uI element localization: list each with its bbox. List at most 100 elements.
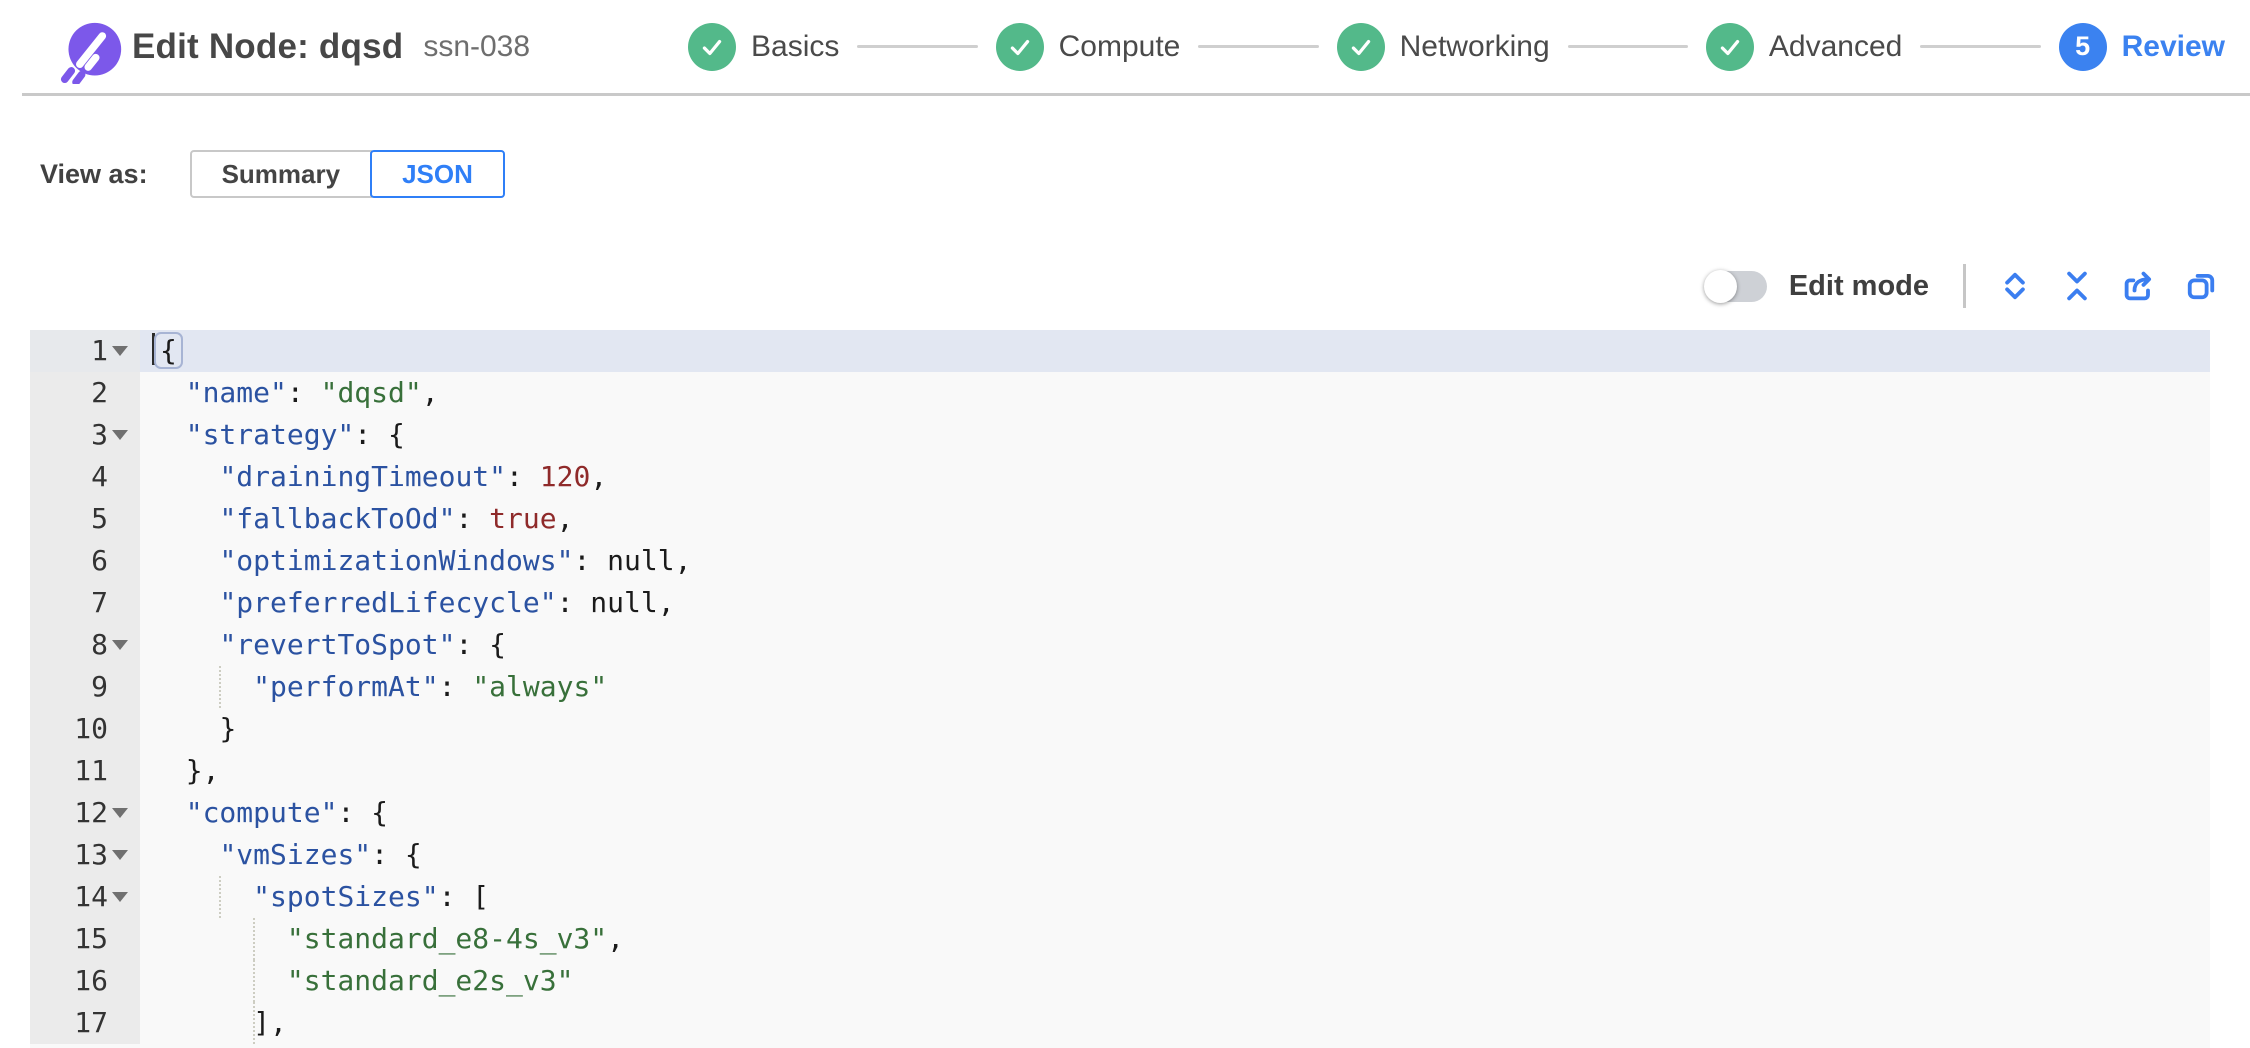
json-editor[interactable]: 1{2 "name": "dqsd",3 "strategy": {4 "dra… xyxy=(30,330,2210,1048)
line-number: 8 xyxy=(30,624,140,666)
code-line: 2 "name": "dqsd", xyxy=(30,372,2210,414)
code-content[interactable]: "preferredLifecycle": null, xyxy=(219,586,675,619)
code-content[interactable]: { xyxy=(140,330,2210,372)
code-content[interactable]: }, xyxy=(185,754,220,787)
line-number: 16 xyxy=(30,960,140,1002)
view-as-control: View as: Summary JSON xyxy=(40,150,505,198)
step-label: Advanced xyxy=(1768,29,1903,63)
step-networking[interactable]: Networking xyxy=(1336,22,1550,71)
code-content[interactable]: "compute": { xyxy=(185,796,389,829)
line-number: 3 xyxy=(30,414,140,456)
code-content[interactable]: "spotSizes": [ xyxy=(140,876,2210,918)
step-label: Compute xyxy=(1058,29,1181,63)
step-review[interactable]: 5 Review xyxy=(2058,22,2225,71)
indent-guide xyxy=(253,918,256,960)
fold-toggle-icon[interactable] xyxy=(112,640,128,650)
code-line: 13 "vmSizes": { xyxy=(30,834,2210,876)
spot-logo-icon xyxy=(60,22,122,84)
check-icon xyxy=(1336,22,1385,71)
code-line: 9 "performAt": "always" xyxy=(30,666,2210,708)
line-number: 17 xyxy=(30,1002,140,1044)
code-line: 14 "spotSizes": [ xyxy=(30,876,2210,918)
code-content[interactable]: "revertToSpot": { xyxy=(219,628,507,661)
fold-toggle-icon[interactable] xyxy=(112,430,128,440)
text-cursor xyxy=(152,333,155,365)
code-content[interactable]: "optimizationWindows": null, xyxy=(219,544,692,577)
expand-all-icon[interactable] xyxy=(1996,267,2034,305)
code-line: 10 } xyxy=(30,708,2210,750)
indent-guide xyxy=(219,666,222,708)
indent-guide xyxy=(253,1002,256,1044)
top-nav: Edit Node: dqsd ssn-038 Basics Compute N… xyxy=(0,0,2250,96)
step-connector xyxy=(1567,45,1688,48)
fold-toggle-icon[interactable] xyxy=(112,850,128,860)
line-number: 6 xyxy=(30,540,140,582)
code-content[interactable]: "standard_e8-4s_v3", xyxy=(140,918,2210,960)
code-line: 12 "compute": { xyxy=(30,792,2210,834)
step-connector xyxy=(1198,45,1319,48)
step-label: Networking xyxy=(1399,29,1550,63)
fold-toggle-icon[interactable] xyxy=(112,892,128,902)
indent-guide xyxy=(219,876,222,918)
check-icon xyxy=(688,22,736,71)
page-title: Edit Node: dqsd xyxy=(132,26,404,66)
fold-toggle-icon[interactable] xyxy=(112,346,128,356)
code-content[interactable]: "drainingTimeout": 120, xyxy=(219,460,608,493)
indent-guide xyxy=(253,960,256,1002)
editor-toolbar: Edit mode xyxy=(1703,260,2220,312)
json-tab[interactable]: JSON xyxy=(370,150,505,198)
edit-mode-toggle[interactable] xyxy=(1703,269,1767,303)
step-label: Review xyxy=(2121,29,2225,63)
code-line: 16 "standard_e2s_v3" xyxy=(30,960,2210,1002)
code-line: 8 "revertToSpot": { xyxy=(30,624,2210,666)
code-line: 7 "preferredLifecycle": null, xyxy=(30,582,2210,624)
step-number-badge: 5 xyxy=(2058,22,2107,71)
edit-mode-label: Edit mode xyxy=(1788,269,1929,302)
summary-tab[interactable]: Summary xyxy=(189,150,373,198)
matching-brace-highlight: { xyxy=(154,332,183,369)
wizard-stepper: Basics Compute Networking Advanced 5 xyxy=(688,0,2225,93)
code-line: 5 "fallbackToOd": true, xyxy=(30,498,2210,540)
line-number: 4 xyxy=(30,456,140,498)
line-number: 14 xyxy=(30,876,140,918)
step-advanced[interactable]: Advanced xyxy=(1705,22,1903,71)
collapse-all-icon[interactable] xyxy=(2058,267,2096,305)
node-id: ssn-038 xyxy=(423,29,531,63)
line-number: 2 xyxy=(30,372,140,414)
code-line: 15 "standard_e8-4s_v3", xyxy=(30,918,2210,960)
code-content[interactable]: } xyxy=(219,712,237,745)
check-icon xyxy=(1705,22,1754,71)
copy-icon[interactable] xyxy=(2182,267,2220,305)
toggle-knob xyxy=(1703,269,1737,303)
code-content[interactable]: ], xyxy=(140,1002,2210,1044)
code-content[interactable]: "standard_e2s_v3" xyxy=(140,960,2210,1002)
check-icon xyxy=(995,22,1044,71)
line-number: 15 xyxy=(30,918,140,960)
code-line: 11 }, xyxy=(30,750,2210,792)
code-content[interactable]: "performAt": "always" xyxy=(140,666,2210,708)
step-compute[interactable]: Compute xyxy=(995,22,1181,71)
code-content[interactable]: "fallbackToOd": true, xyxy=(219,502,574,535)
line-number: 11 xyxy=(30,750,140,792)
view-as-label: View as: xyxy=(40,158,148,189)
fold-toggle-icon[interactable] xyxy=(112,808,128,818)
step-label: Basics xyxy=(751,29,840,63)
line-number: 12 xyxy=(30,792,140,834)
line-number: 5 xyxy=(30,498,140,540)
line-number: 7 xyxy=(30,582,140,624)
export-icon[interactable] xyxy=(2120,267,2158,305)
toolbar-divider xyxy=(1963,264,1966,308)
line-number: 13 xyxy=(30,834,140,876)
step-connector xyxy=(857,45,978,48)
code-line: 6 "optimizationWindows": null, xyxy=(30,540,2210,582)
code-line: 17 ], xyxy=(30,1002,2210,1044)
step-basics[interactable]: Basics xyxy=(688,22,840,71)
step-connector xyxy=(1920,45,2041,48)
code-content[interactable]: "vmSizes": { xyxy=(219,838,422,871)
code-content[interactable]: "strategy": { xyxy=(185,418,405,451)
line-number: 10 xyxy=(30,708,140,750)
code-content[interactable]: "name": "dqsd", xyxy=(185,376,439,409)
line-number: 9 xyxy=(30,666,140,708)
nav-divider xyxy=(22,93,2250,96)
code-line: 4 "drainingTimeout": 120, xyxy=(30,456,2210,498)
